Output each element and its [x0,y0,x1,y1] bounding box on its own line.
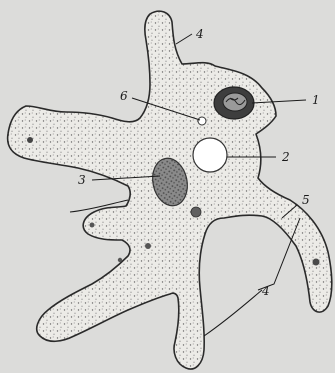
granule [27,137,33,143]
granule-6 [198,117,206,125]
label-3: 3 [78,173,86,187]
label-6: 6 [120,89,128,103]
granule [118,258,122,262]
label-4-bottom: 4 [261,284,270,298]
contractile-vacuole [193,138,227,172]
leader-line-4-top [176,34,192,44]
label-1: 1 [312,93,320,107]
label-5: 5 [302,193,310,207]
label-2: 2 [281,150,290,164]
granule [145,243,151,249]
granule [90,223,95,228]
granule [313,259,320,266]
leader-line-4-bottom-b [204,290,262,336]
granule [191,207,201,217]
label-4-top: 4 [195,27,204,41]
